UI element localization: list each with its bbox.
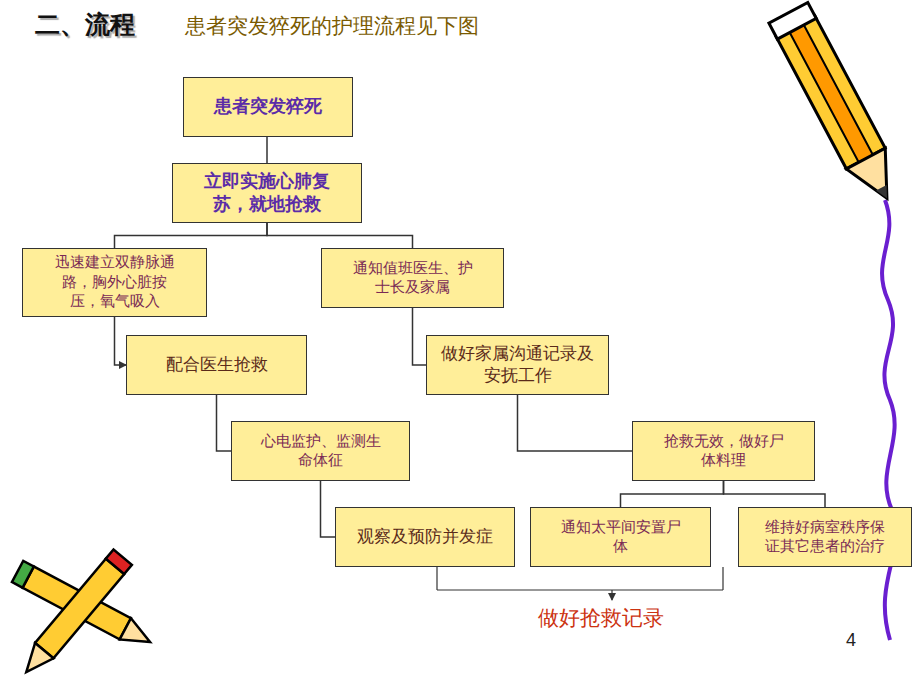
box-text-group: 配合医生抢救: [166, 354, 268, 376]
slide-title: 二、流程: [35, 8, 135, 41]
box-text: 心电监护、监测生命体征: [258, 432, 383, 471]
box-text: 做好家属沟通记录及安抚工作: [439, 343, 596, 387]
process-box: 抢救无效，做好尸体料理: [632, 421, 815, 481]
page-number: 4: [846, 630, 856, 651]
box-text: 配合医生抢救: [166, 354, 268, 376]
pencil-illustration: [769, 3, 906, 209]
connector: [321, 481, 336, 537]
connector: [413, 308, 427, 365]
process-box: 做好家属沟通记录及安抚工作: [426, 335, 609, 395]
box-text: 观察及预防并发症: [357, 526, 493, 548]
box-text: 抢救无效，做好尸体料理: [659, 432, 788, 471]
box-text-group: 通知太平间安置尸体: [557, 518, 684, 557]
box-text-group: 立即实施心肺复苏，就地抢救: [191, 170, 343, 217]
subtitle: 患者突发猝死的护理流程见下图: [185, 12, 479, 40]
pencil-illustration: [17, 549, 132, 679]
connector: [217, 395, 232, 451]
wavy-line: [882, 200, 896, 640]
connector: [518, 395, 633, 451]
box-text: 立即实施心肺复苏，就地抢救: [191, 170, 343, 217]
box-text-group: 迅速建立双静脉通路，胸外心脏按压，氧气吸入: [49, 253, 180, 312]
connector: [115, 317, 127, 366]
box-text-group: 维持好病室秩序保证其它患者的治疗: [765, 518, 885, 557]
box-text: 通知值班医生、护士长及家属: [348, 259, 477, 298]
process-box: 心电监护、监测生命体征: [231, 421, 410, 481]
process-box: 患者突发猝死: [183, 77, 353, 137]
box-text-group: 通知值班医生、护士长及家属: [348, 259, 477, 298]
record-note: 做好抢救记录: [538, 604, 664, 632]
box-text-group: 抢救无效，做好尸体料理: [659, 432, 788, 471]
connector: [115, 223, 268, 248]
box-text: 迅速建立双静脉通路，胸外心脏按压，氧气吸入: [49, 253, 180, 312]
connector: [267, 223, 413, 248]
process-box: 迅速建立双静脉通路，胸外心脏按压，氧气吸入: [22, 248, 207, 317]
process-box: 观察及预防并发症: [335, 507, 515, 567]
box-text: 维持好病室秩序保证其它患者的治疗: [765, 518, 885, 557]
connector: [621, 481, 724, 507]
box-text-group: 患者突发猝死: [214, 95, 322, 118]
box-text-group: 心电监护、监测生命体征: [258, 432, 383, 471]
connector: [724, 481, 826, 507]
process-box: 通知太平间安置尸体: [530, 507, 711, 567]
box-text: 通知太平间安置尸体: [557, 518, 684, 557]
box-text-group: 观察及预防并发症: [357, 526, 493, 548]
merge-bracket: [437, 567, 723, 600]
process-box: 配合医生抢救: [126, 335, 307, 395]
box-text: 患者突发猝死: [214, 95, 322, 118]
process-box: 通知值班医生、护士长及家属: [321, 248, 504, 308]
box-text-group: 做好家属沟通记录及安抚工作: [439, 343, 596, 387]
process-box: 立即实施心肺复苏，就地抢救: [172, 163, 362, 223]
connector: [266, 137, 268, 163]
process-box: 维持好病室秩序保证其它患者的治疗: [738, 507, 912, 567]
